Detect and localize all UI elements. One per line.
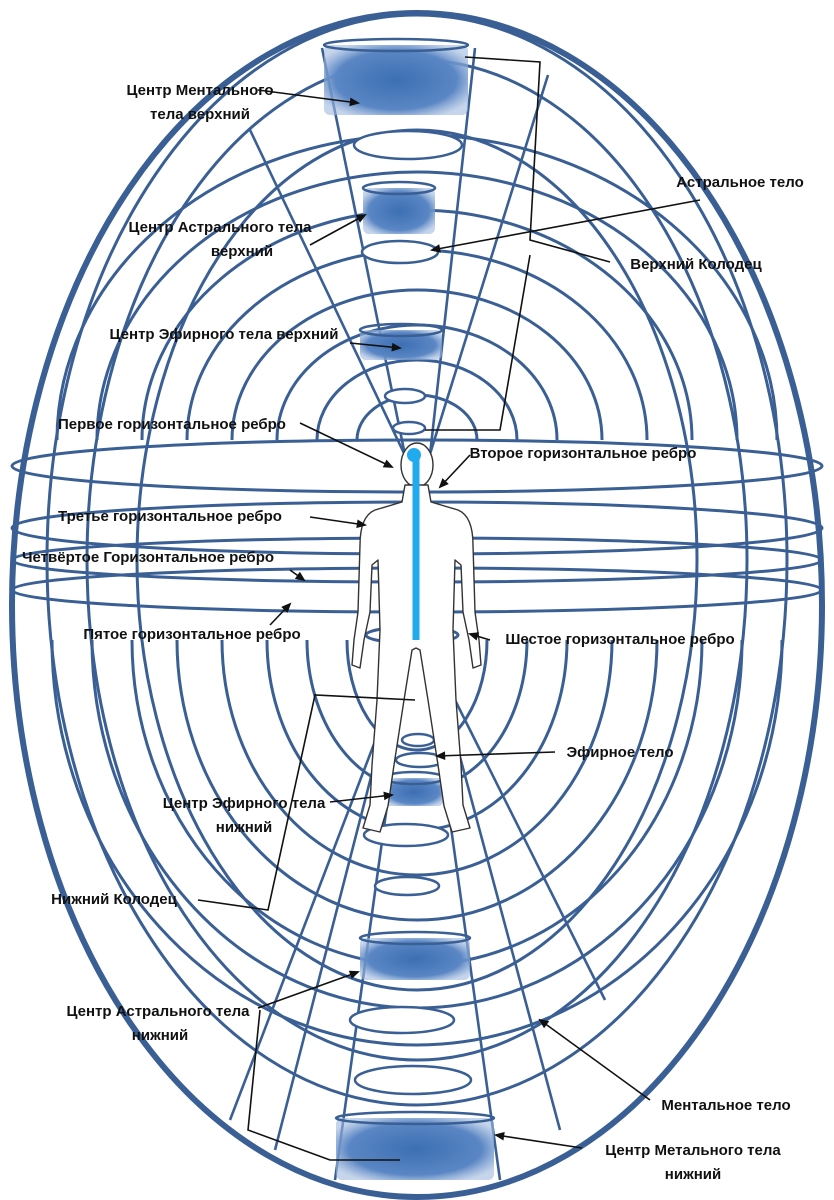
pointer-arrowhead [281, 602, 292, 613]
pointer-line [257, 89, 359, 104]
pointer-arrowhead [538, 1018, 550, 1029]
pointer-arrowhead [349, 97, 361, 107]
upper-field-arc [95, 170, 739, 441]
energy-center-disk [363, 188, 435, 234]
pointer-arrowhead [493, 1131, 505, 1141]
label-etheric-body: Эфирное тело [566, 744, 673, 761]
label-rib-1: Первое горизонтальное ребро [58, 416, 286, 433]
lower-field-arc [345, 639, 489, 752]
pointer-arrowhead [382, 459, 394, 468]
funnel-line [428, 649, 607, 1001]
label-astral-upper-center-1: Центр Астрального тела [129, 219, 313, 236]
well-ring [353, 1064, 473, 1096]
pointer-arrowhead [356, 519, 368, 529]
lower-field-arc [220, 639, 614, 877]
pointer-line [539, 1019, 651, 1101]
label-etheric-lower-center-1: Центр Эфирного тела [163, 795, 326, 812]
label-rib-4: Четвёртое Горизонтальное ребро [22, 549, 274, 566]
energy-center-rim [361, 180, 437, 196]
pointer-line [436, 751, 556, 757]
label-mental-lower-center-2: нижний [665, 1166, 721, 1183]
well-rings [322, 37, 496, 1180]
lower-well-bracket [197, 694, 416, 1161]
energy-center-disk [360, 938, 470, 980]
energy-center-rim [358, 322, 444, 338]
funnel-line [428, 47, 477, 456]
pointer-arrowhead [434, 751, 446, 761]
energy-center-disk [336, 1118, 494, 1180]
label-rib-3: Третье горизонтальное ребро [58, 508, 282, 525]
pointer-lines [197, 56, 701, 1161]
well-ring [373, 875, 441, 897]
well-ring [348, 1005, 456, 1035]
label-mental-upper-center-2: тела верхний [150, 106, 250, 123]
pointer-arrowhead [429, 244, 441, 253]
central-energy-channel [407, 448, 421, 640]
energy-center-disk [360, 330, 442, 360]
pointer-line [349, 342, 401, 349]
energy-center-rim [358, 930, 472, 946]
pointer-arrowhead [355, 214, 367, 223]
pointer-line [299, 422, 393, 468]
upper-field-arc [230, 288, 604, 441]
pointer-line [257, 971, 359, 1009]
label-rib-5: Пятое горизонтальное ребро [83, 626, 300, 643]
pointer-arrowhead [383, 791, 395, 801]
pointer-line [495, 1134, 583, 1149]
outer-mental-body-ellipse [9, 10, 825, 1200]
well-ring [391, 420, 427, 436]
label-rib-2: Вторoе горизонтальное ребро [470, 445, 697, 462]
pointer-arrowhead [294, 571, 306, 582]
well-ring [362, 822, 450, 848]
label-mental-upper-center-1: Центр Ментального [127, 82, 274, 99]
lower-field-arc [175, 639, 659, 922]
energy-center-disk [384, 778, 444, 806]
well-ring [360, 239, 440, 265]
funnel-line [423, 74, 550, 471]
energy-center-rim [322, 37, 470, 53]
pointer-arrowhead [468, 632, 480, 641]
label-astral-lower-center-2: нижний [132, 1027, 188, 1044]
well-ring [383, 387, 427, 405]
label-etheric-lower-center-2: нижний [216, 819, 272, 836]
funnel-line [248, 129, 414, 471]
diagram-labels: Центр Ментального тела верхний Астрально… [22, 82, 804, 1183]
label-lower-well: Нижний Колодец [51, 891, 177, 908]
pointer-line [309, 214, 366, 246]
label-mental-body: Ментальное тело [661, 1097, 790, 1114]
label-astral-body: Астральное тело [676, 174, 804, 191]
upper-well-bracket [425, 56, 611, 431]
pointer-line [309, 516, 366, 526]
label-etheric-upper-center: Центр Эфирного тела верхний [110, 326, 339, 343]
label-mental-lower-center-1: Центр Метального тела [605, 1142, 781, 1159]
label-astral-lower-center-1: Центр Астрального тела [67, 1003, 251, 1020]
energy-center-rim [334, 1110, 496, 1126]
pointer-arrowhead [391, 342, 403, 352]
label-astral-upper-center-2: верхний [211, 243, 273, 260]
pointer-line [431, 199, 701, 251]
well-ring [352, 129, 464, 161]
energy-center-disk [324, 45, 468, 115]
pointer-arrowhead [438, 478, 449, 489]
label-rib-6: Шестое горизонтальное ребро [505, 631, 734, 648]
well-ring [400, 732, 436, 748]
pointer-line [329, 794, 393, 803]
pointer-arrowhead [348, 970, 360, 979]
label-upper-well: Верхний Колодец [630, 256, 762, 273]
